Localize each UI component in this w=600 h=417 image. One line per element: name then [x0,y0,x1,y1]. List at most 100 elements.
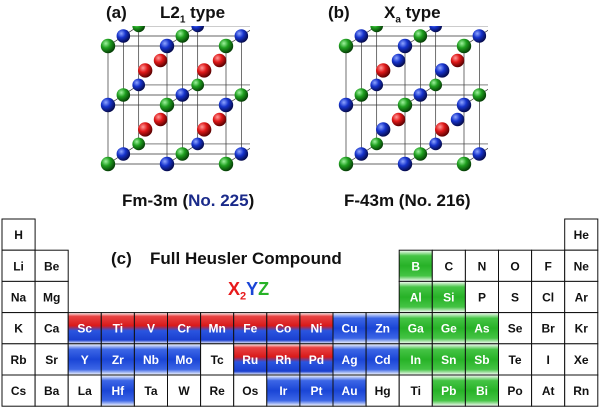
element-cell-k [1,312,36,345]
blue-atom [338,97,354,113]
element-symbol-pt: Pt [310,384,322,398]
green-atom [116,88,131,102]
blue-atom [191,26,205,33]
element-symbol-mn: Mn [208,322,225,336]
element-symbol-sc: Sc [77,322,92,336]
green-atom [413,147,428,161]
element-cell-cd [365,343,400,376]
green-atom [370,26,384,33]
fm3m-close: ) [248,191,255,210]
blue-atom [218,97,234,113]
element-cell-f [531,249,566,282]
element-symbol-ag: Ag [342,353,358,367]
element-cell-la [67,374,102,407]
element-symbol-cr: Cr [177,322,191,336]
fm3m-number: No. 225 [188,191,249,210]
element-symbol-te: Te [508,353,521,367]
element-symbol-c: C [445,259,454,273]
element-cell-ar [564,280,599,314]
element-symbol-cu: Cu [342,322,358,336]
blue-atom [175,88,190,102]
element-symbol-au: Au [342,384,358,398]
red-atom [375,63,391,78]
element-symbol-rh: Rh [275,353,291,367]
blue-atom [234,147,249,161]
element-symbol-br: Br [541,322,555,336]
formula-z: Z [258,279,270,299]
element-symbol-ge: Ge [441,322,457,336]
element-symbol-ti: Ti [411,384,421,398]
fm3m-text: Fm-3m ( [122,191,189,210]
crystal-structure-xa [338,26,488,172]
element-cell-ru [233,343,268,376]
red-atom [153,112,168,127]
blue-atom [375,122,391,137]
element-symbol-i: I [546,353,549,367]
red-atom [196,122,212,137]
formula-y: Y [246,279,259,299]
element-symbol-sb: Sb [474,353,489,367]
element-cell-v [133,312,168,345]
element-cell-pt [299,374,334,407]
element-symbol-bi: Bi [476,384,488,398]
element-symbol-w: W [178,384,190,398]
element-symbol-xe: Xe [574,353,589,367]
element-cell-ir [266,374,301,407]
element-symbol-p: P [478,291,486,305]
element-cell-hg [365,374,400,407]
element-symbol-ti: Ti [113,322,123,336]
green-atom [354,88,369,102]
panel-b-letter: (b) [328,3,350,22]
element-cell-sr [34,343,69,376]
blue-atom [159,156,175,172]
element-symbol-se: Se [508,322,523,336]
element-cell-cs [1,374,36,407]
green-atom [100,156,116,172]
element-symbol-at: At [542,384,555,398]
formula-x2yz: X2YZ [228,279,269,303]
element-cell-ag [332,343,367,376]
green-atom [159,97,175,113]
green-atom [218,38,234,54]
element-symbol-mg: Mg [43,291,60,305]
blue-atom [472,147,487,161]
element-symbol-o: O [510,259,519,273]
element-cell-mg [34,280,69,314]
element-symbol-rn: Rn [573,384,589,398]
blue-atom [397,156,413,172]
green-atom [338,38,354,54]
green-atom [370,137,384,151]
red-atom [137,63,153,78]
blue-atom [116,147,131,161]
element-symbol-zn: Zn [375,322,390,336]
element-cell-sn [431,343,466,376]
blue-atom [132,78,146,92]
element-cell-w [167,374,202,407]
element-symbol-hf: Hf [112,384,126,398]
element-symbol-zr: Zr [112,353,124,367]
element-symbol-v: V [147,322,155,336]
element-symbol-pb: Pb [441,384,456,398]
blue-atom [354,29,369,43]
element-cell-fe [233,312,268,345]
blue-atom [116,29,131,43]
element-cell-ne [564,249,599,282]
element-cell-s [498,280,533,314]
element-symbol-ne: Ne [574,259,590,273]
element-symbol-hg: Hg [375,384,391,398]
element-symbol-n: N [478,259,487,273]
crystal-structure-l21 [100,26,250,172]
element-symbol-tc: Tc [211,353,224,367]
element-symbol-ni: Ni [310,322,322,336]
element-symbol-sr: Sr [45,353,58,367]
blue-atom [429,26,443,33]
element-cell-cu [332,312,367,345]
green-atom [413,29,428,43]
element-cell-ga [398,312,433,345]
element-cell-kr [564,312,599,345]
element-cell-o [498,249,533,282]
green-atom [472,88,487,102]
element-symbol-kr: Kr [575,322,589,336]
green-atom [234,88,249,102]
